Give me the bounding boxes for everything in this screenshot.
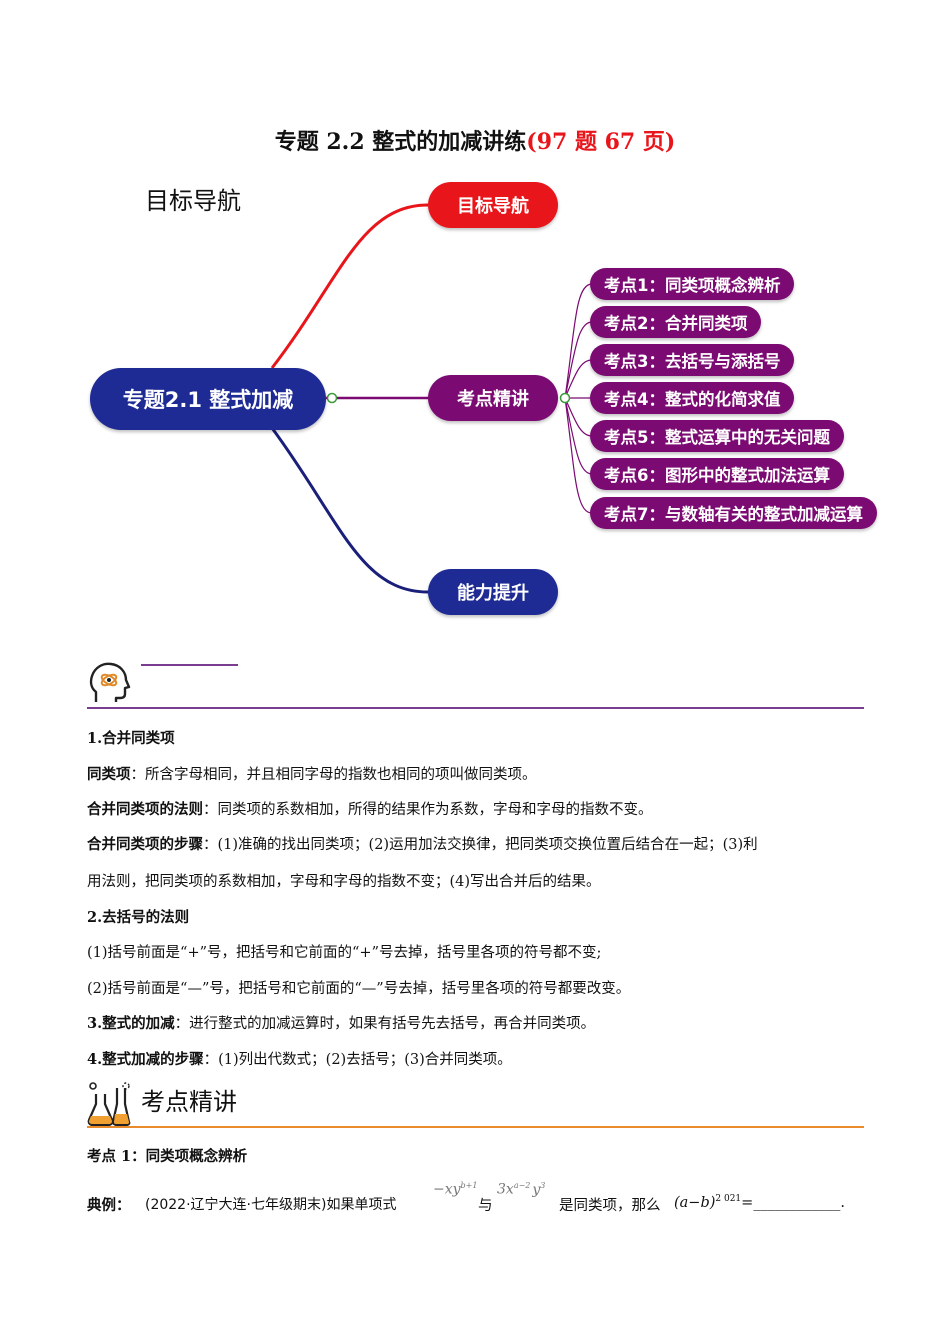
knowledge-line: 3.整式的加减：进行整式的加减运算时，如果有括号先去括号，再合并同类项。 bbox=[87, 1015, 596, 1032]
mindmap-subitem: 考点3：去括号与添括号 bbox=[590, 344, 795, 376]
head-brain-icon bbox=[89, 662, 131, 702]
mindmap-subitem: 考点2：合并同类项 bbox=[590, 306, 762, 338]
mindmap-subitem: 考点6：图形中的整式加法运算 bbox=[590, 458, 844, 490]
mindmap-subitem: 考点1：同类项概念辨析 bbox=[590, 268, 795, 300]
knowledge-line: 合并同类项的法则：同类项的系数相加，所得的结果作为系数，字母和字母的指数不变。 bbox=[87, 801, 653, 818]
title-main: 专题 2.2 整式的加减讲练 bbox=[274, 129, 527, 155]
expression: (a−b)2 021=____________. bbox=[674, 1194, 845, 1211]
section-rule-purple bbox=[87, 707, 864, 709]
page-title: 专题 2.2 整式的加减讲练(97 题 67 页) bbox=[0, 124, 950, 156]
knowledge-line: 同类项：所含字母相同，并且相同字母的指数也相同的项叫做同类项。 bbox=[87, 766, 537, 783]
knowledge-line: 用法则，把同类项的系数相加，字母和字母的指数不变；(4)写出合并后的结果。 bbox=[87, 874, 601, 890]
knowledge-line: 合并同类项的步骤：(1)准确的找出同类项；(2)运用加法交换律，把同类项交换位置… bbox=[87, 836, 758, 853]
example-line: 典例： (2022·辽宁大连·七年级期末)如果单项式 −xyb+1 与 3xa−… bbox=[87, 1175, 867, 1225]
title-highlight: (97 题 67 页) bbox=[526, 129, 676, 155]
knowledge-line: (1)括号前面是“+”号，把括号和它前面的“+”号去掉，括号里各项的符号都不变; bbox=[87, 945, 602, 961]
section-heading-goals: 目标导航 bbox=[145, 187, 241, 215]
answer-blank[interactable]: ____________ bbox=[753, 1194, 841, 1211]
section-heading-points: 考点精讲 bbox=[141, 1088, 237, 1116]
mindmap-branch-points: 考点精讲 bbox=[428, 375, 558, 421]
knowledge-heading-2: 2.去括号的法则 bbox=[87, 909, 190, 926]
lab-flask-icon bbox=[87, 1082, 131, 1127]
example-label: 典例： bbox=[87, 1197, 131, 1214]
example-source: (2022·辽宁大连·七年级期末)如果单项式 bbox=[145, 1197, 397, 1213]
example-tail: 是同类项，那么 bbox=[559, 1198, 661, 1214]
mindmap-subitem: 考点7：与数轴有关的整式加减运算 bbox=[590, 497, 877, 529]
term-one: −xyb+1 bbox=[433, 1181, 478, 1198]
knowledge-line: 4.整式加减的步骤：(1)列出代数式；(2)去括号；(3)合并同类项。 bbox=[87, 1051, 512, 1068]
mindmap-branch-goals: 目标导航 bbox=[428, 182, 558, 228]
short-rule bbox=[141, 664, 238, 666]
section-rule-orange bbox=[87, 1126, 864, 1128]
point-title: 考点 1：同类项概念辨析 bbox=[87, 1148, 248, 1165]
mindmap-branch-ability: 能力提升 bbox=[428, 569, 558, 615]
mindmap-subitem: 考点4：整式的化简求值 bbox=[590, 382, 795, 414]
mindmap-subitem: 考点5：整式运算中的无关问题 bbox=[590, 420, 844, 452]
knowledge-line: (2)括号前面是“—”号，把括号和它前面的“—”号去掉，括号里各项的符号都要改变… bbox=[87, 981, 631, 997]
mindmap-connectors bbox=[270, 203, 593, 594]
mindmap-root: 专题2.1 整式加减 bbox=[90, 368, 326, 430]
connector-text: 与 bbox=[478, 1198, 493, 1214]
knowledge-heading-1: 1.合并同类项 bbox=[87, 730, 175, 747]
